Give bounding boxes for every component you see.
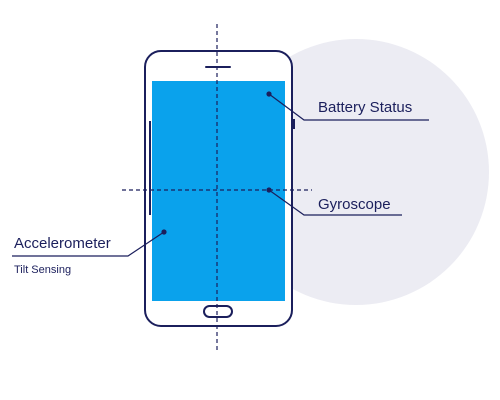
accelerometer-label: Accelerometer bbox=[14, 235, 111, 252]
gyroscope-leader-line bbox=[268, 189, 402, 216]
battery-status-leader-line bbox=[268, 93, 429, 121]
phone-screen bbox=[152, 81, 285, 301]
tilt-sensing-label: Tilt Sensing bbox=[14, 264, 71, 276]
battery-status-label: Battery Status bbox=[318, 99, 412, 116]
gyroscope-label: Gyroscope bbox=[318, 196, 391, 213]
battery-status-callout: Battery Status bbox=[266, 91, 429, 121]
gyroscope-callout: Gyroscope bbox=[266, 187, 402, 216]
smartphone-icon bbox=[144, 50, 295, 327]
accelerometer-leader-line bbox=[12, 231, 165, 257]
home-button-icon bbox=[203, 305, 233, 318]
accelerometer-callout: Accelerometer Tilt Sensing bbox=[12, 229, 167, 276]
